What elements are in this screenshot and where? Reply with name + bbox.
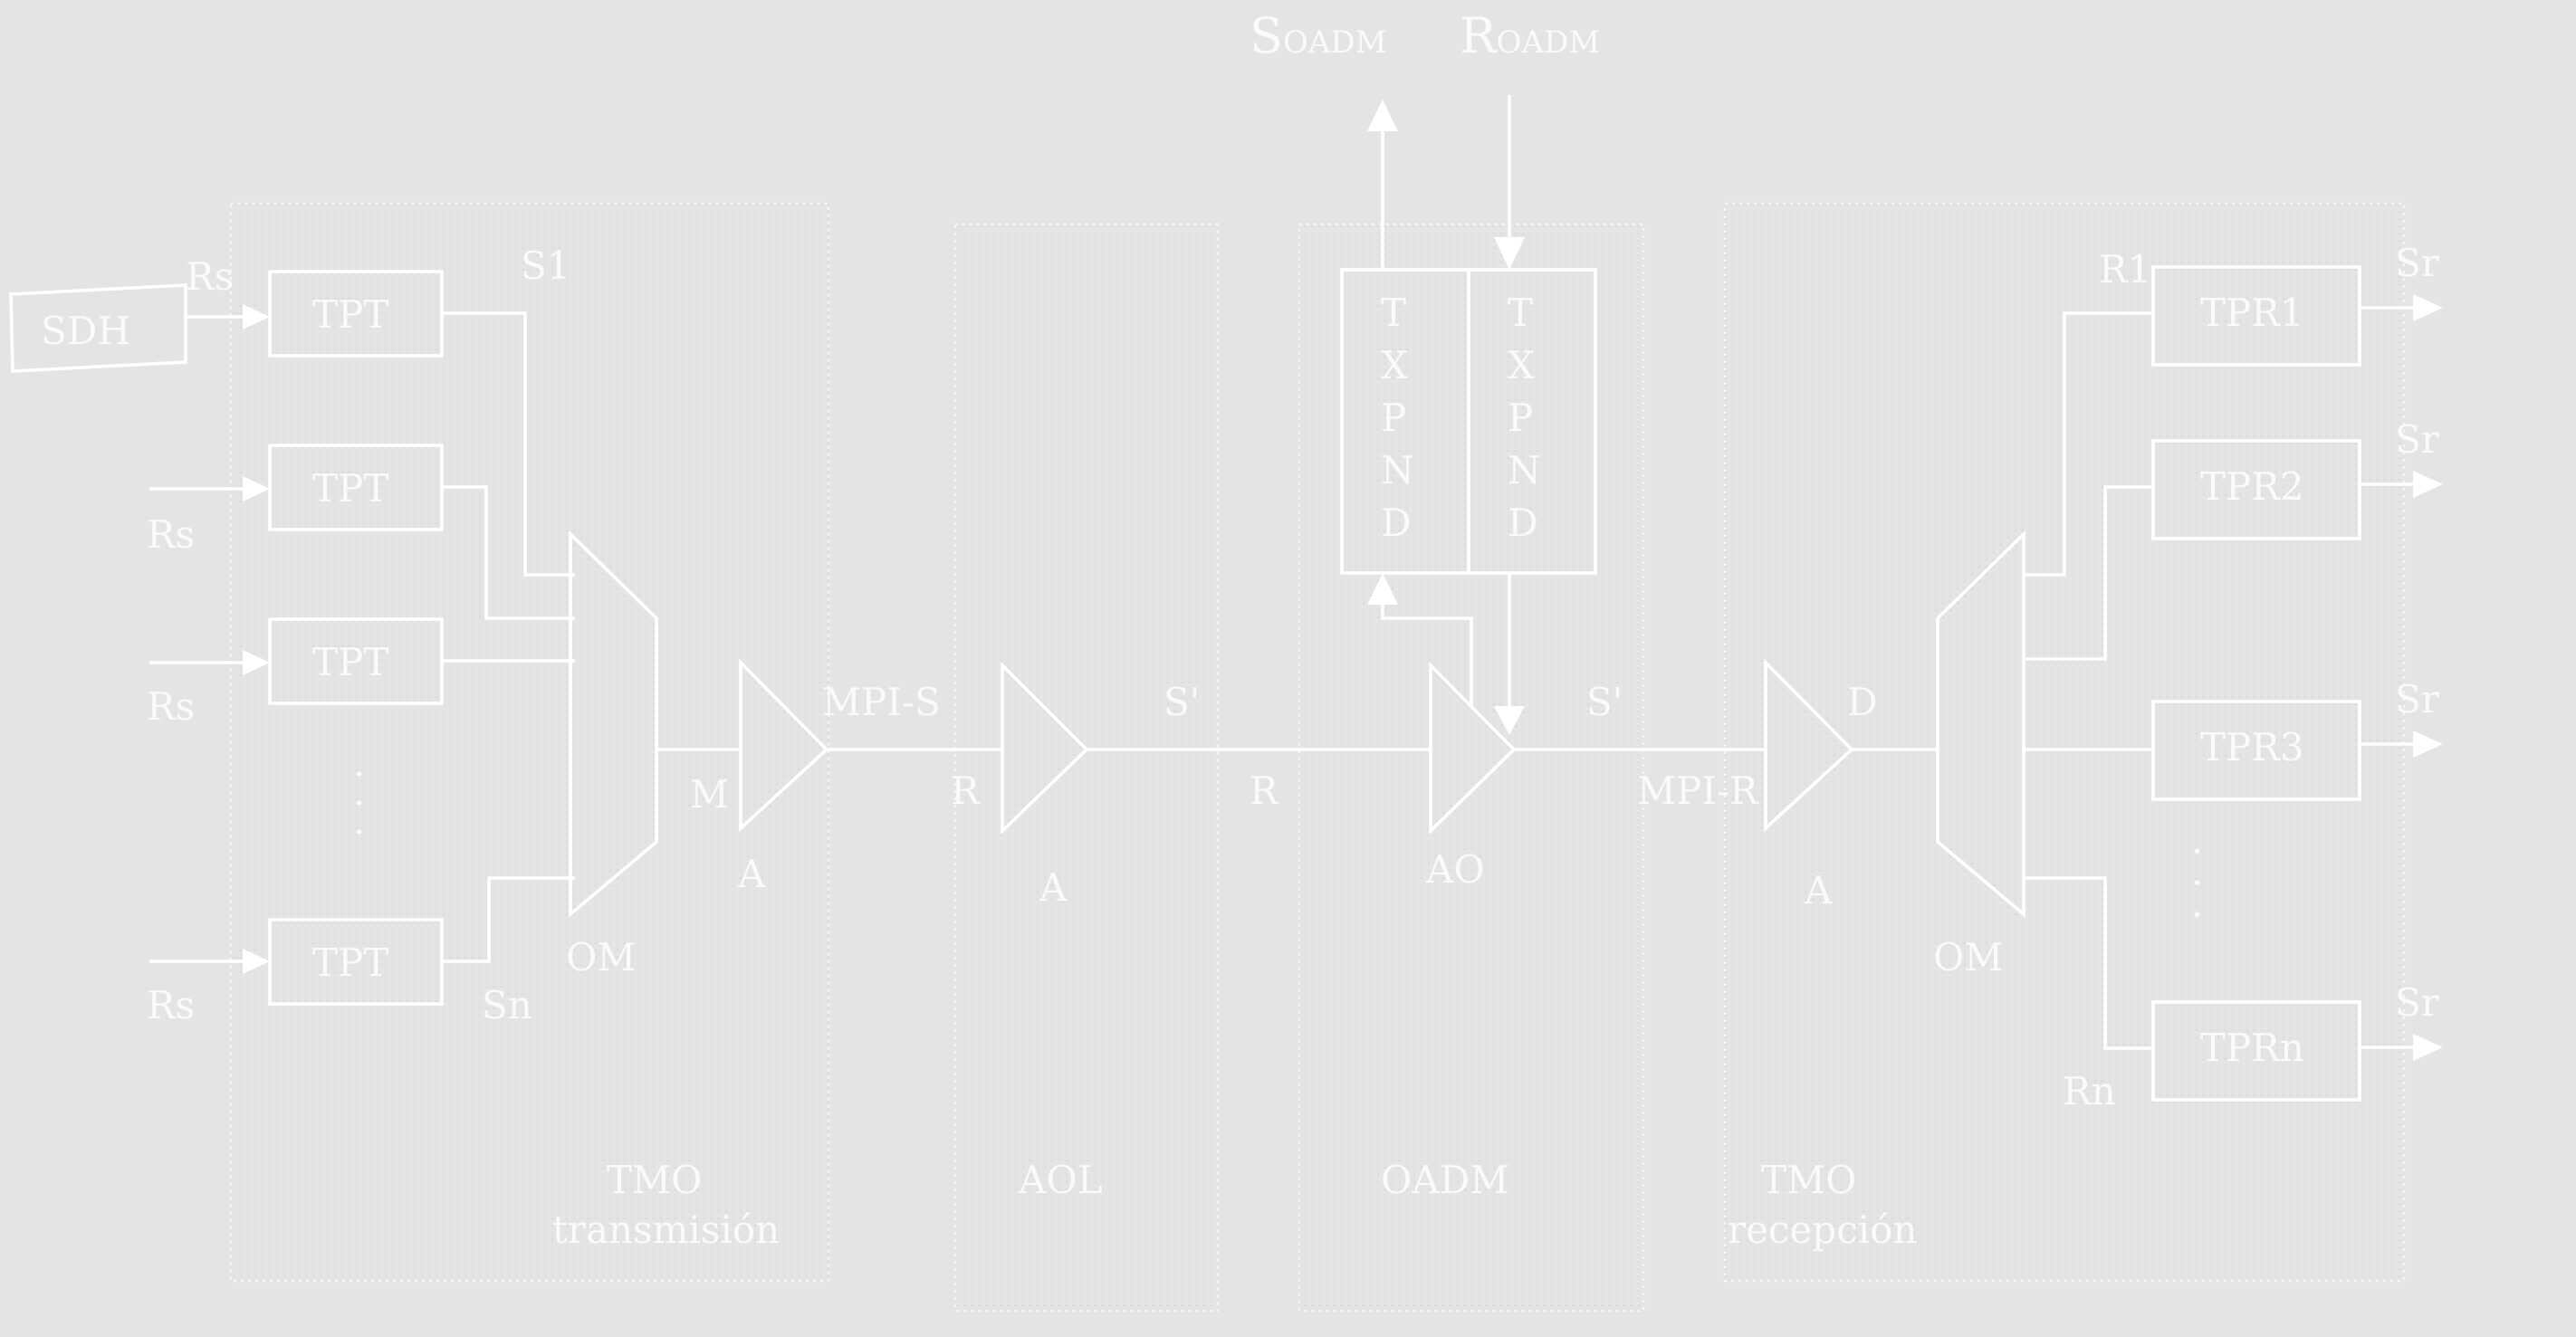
tpt-dots: ·	[353, 752, 365, 797]
label-s-prime-aol: S'	[1164, 680, 1200, 724]
label-a-aol: A	[1039, 865, 1068, 910]
add-arrow-amp	[1494, 706, 1525, 735]
input-arrow-2	[243, 476, 270, 501]
txpnd-left-d: D	[1381, 501, 1412, 545]
demux-to-tprn	[2024, 876, 2153, 1050]
zone-label-tmo-tx-2: transmisión	[552, 1208, 780, 1252]
sdh-arrow	[243, 304, 270, 329]
drop-arrow-txpnd	[1367, 573, 1398, 605]
sdh-box	[9, 283, 187, 373]
tpr-box-n	[2151, 1000, 2361, 1102]
demultiplexer-om	[1936, 530, 2025, 918]
output-arrow-1	[2413, 294, 2443, 321]
label-r-oadm-in: R	[1250, 769, 1279, 813]
demux-to-tpr2	[2024, 485, 2153, 661]
tpr-dots-3: ·	[2191, 893, 2203, 937]
label-ao: AO	[1425, 847, 1485, 892]
txpnd-right-x: X	[1508, 343, 1535, 387]
label-m: M	[690, 772, 729, 817]
input-arrow-n	[243, 949, 270, 974]
zone-oadm	[1298, 223, 1645, 1313]
tpt-label-3: TPT	[312, 640, 388, 684]
tpr-label-3: TPR3	[2200, 725, 2304, 769]
label-sr-1: Sr	[2395, 241, 2440, 285]
tptn-to-mux	[442, 876, 575, 963]
tpt-label-1: TPT	[312, 292, 388, 337]
tpt-dots-2: ·	[353, 781, 365, 826]
drop-up-arrow	[1367, 100, 1398, 131]
label-sr-n: Sr	[2395, 980, 2440, 1025]
label-om-tx: OM	[566, 935, 636, 979]
txpnd-left-t: T	[1381, 291, 1406, 335]
label-a-rx: A	[1804, 868, 1833, 912]
label-a-tx: A	[737, 852, 766, 896]
txpnd-left-p: P	[1381, 396, 1406, 440]
output-arrow-3	[2413, 731, 2443, 758]
tpt-dots-3: ·	[353, 810, 365, 855]
tpr-label-n: TPRn	[2200, 1026, 2304, 1070]
label-rs-n: Rs	[147, 983, 195, 1027]
amp-to-txpnd-drop	[1381, 602, 1473, 706]
amplifier-pre	[1764, 658, 1854, 833]
label-s1: S1	[521, 244, 571, 288]
zone-label-oadm: OADM	[1381, 1158, 1508, 1202]
tpt2-to-mux	[442, 485, 575, 620]
demux-to-tpr1	[2024, 311, 2153, 577]
amplifier-line	[1001, 661, 1089, 836]
tpr-box-1	[2151, 265, 2361, 367]
tpr-dots: ·	[2191, 829, 2203, 874]
output-arrow-n	[2413, 1034, 2443, 1061]
label-r-oadm: ROADM	[1460, 7, 1600, 64]
label-mpi-s: MPI-S	[822, 680, 941, 724]
output-arrow-2	[2413, 471, 2443, 498]
label-r1: R1	[2099, 247, 2151, 291]
label-d: D	[1847, 680, 1878, 724]
label-s-prime-oadm: S'	[1586, 680, 1623, 724]
txpnd-right-d: D	[1508, 501, 1538, 545]
label-rs-2: Rs	[147, 512, 195, 557]
zone-label-tmo-tx: TMO	[607, 1158, 702, 1202]
tpr-dots-2: ·	[2191, 861, 2203, 905]
zone-aol	[953, 223, 1220, 1313]
tpr-label-2: TPR2	[2200, 464, 2304, 509]
zone-label-tmo-rx-2: recepción	[1728, 1208, 1918, 1252]
label-sn: Sn	[482, 983, 532, 1027]
label-rs-3: Rs	[147, 684, 195, 729]
tpr-box-3	[2151, 700, 2361, 801]
amplifier-oadm	[1429, 661, 1517, 836]
tpr-box-2	[2151, 439, 2361, 540]
tpt-label-2: TPT	[312, 466, 388, 511]
zone-label-tmo-rx: TMO	[1761, 1158, 1856, 1202]
add-down-arrow	[1494, 237, 1525, 270]
txpnd-right-p: P	[1508, 396, 1533, 440]
txpnd-left-x: X	[1381, 343, 1408, 387]
txpnd-right-t: T	[1508, 291, 1533, 335]
label-rs-sdh: Rs	[186, 254, 234, 299]
label-sr-2: Sr	[2395, 417, 2440, 462]
label-rn: Rn	[2063, 1069, 2116, 1113]
input-arrow-3	[243, 650, 270, 675]
txpnd-left-n: N	[1381, 448, 1414, 492]
label-mpi-r: MPI-R	[1637, 769, 1759, 813]
label-s-oadm: SOADM	[1250, 7, 1387, 64]
tpt-label-n: TPT	[312, 941, 388, 985]
zone-label-aol: AOL	[1018, 1158, 1103, 1202]
label-sr-3: Sr	[2395, 677, 2440, 721]
txpnd-right-box	[1467, 268, 1597, 575]
multiplexer-om	[569, 530, 658, 918]
txpnd-right-n: N	[1508, 448, 1541, 492]
sdh-label: SDH	[41, 309, 130, 353]
label-r-aol: R	[951, 769, 981, 813]
amplifier-booster	[739, 658, 829, 833]
label-om-rx: OM	[1933, 935, 2003, 979]
zone-tmo-transmision	[229, 202, 830, 1283]
tpr-label-1: TPR1	[2200, 291, 2304, 335]
tpt1-to-mux	[442, 311, 575, 577]
